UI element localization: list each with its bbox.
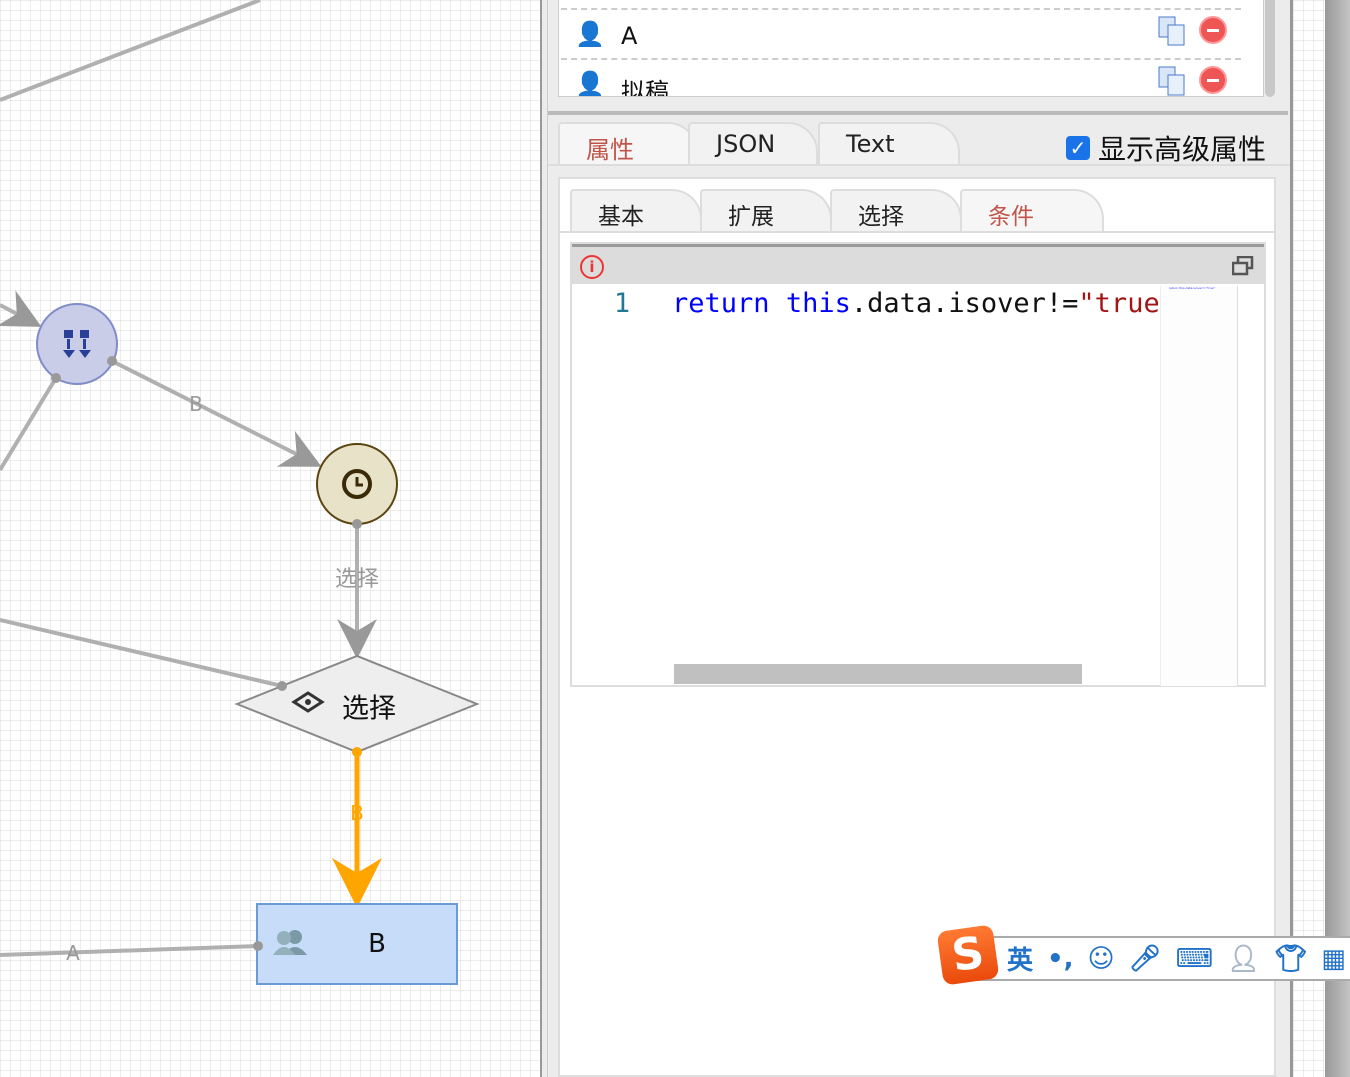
subtab-extended[interactable]: 扩展	[700, 189, 832, 231]
flow-diagram	[0, 0, 480, 985]
edge-label: A	[66, 941, 80, 965]
divider	[548, 111, 1288, 115]
horizontal-scrollbar[interactable]	[674, 664, 1082, 684]
user-icon: 👤	[575, 20, 605, 48]
edge[interactable]	[0, 290, 42, 327]
subtab-select[interactable]: 选择	[830, 189, 962, 231]
remove-icon[interactable]	[1199, 16, 1227, 44]
code-token: this	[785, 288, 851, 319]
task-node[interactable]	[256, 903, 458, 985]
task-label: B	[368, 929, 386, 959]
user-icon: 👤	[575, 70, 605, 97]
show-advanced-checkbox[interactable]: ✓ 显示高级属性	[1066, 128, 1266, 168]
edge-label: B	[350, 801, 364, 825]
participant-list: 👤 A 👤 拟稿	[558, 0, 1264, 97]
tab-text[interactable]: Text	[818, 122, 960, 164]
edge-label: B	[189, 392, 203, 416]
flow-canvas[interactable]: B 选择 B A 选择 B	[0, 0, 540, 1077]
code-token: "true"	[1078, 288, 1158, 319]
decision-node[interactable]	[234, 654, 480, 754]
emoji-icon[interactable]: ☺	[1087, 943, 1115, 974]
line-number: 1	[613, 288, 631, 319]
list-scrollbar[interactable]	[1265, 0, 1275, 97]
port	[352, 747, 362, 757]
ime-logo[interactable]: S	[936, 924, 1000, 986]
edge-label: 选择	[334, 567, 380, 592]
list-item[interactable]: 👤 A	[561, 8, 1241, 58]
edge[interactable]	[0, 618, 283, 688]
subtab-basic[interactable]: 基本	[570, 189, 702, 231]
edge-a[interactable]	[0, 944, 259, 957]
user-icon[interactable]: 👤︎	[1227, 943, 1261, 974]
fork-icon	[63, 330, 91, 358]
copy-icon[interactable]	[1157, 66, 1187, 96]
restore-window-icon[interactable]	[1232, 256, 1254, 276]
info-icon[interactable]: i	[580, 255, 604, 279]
code-token: .data.isover!=	[850, 288, 1079, 319]
mic-icon[interactable]: 🎤︎	[1128, 943, 1162, 974]
editor-toolbar: i	[572, 244, 1264, 284]
ime-mode[interactable]: 英	[1007, 946, 1034, 976]
subtab-condition[interactable]: 条件	[960, 189, 1104, 231]
menu-icon[interactable]: ▦	[1321, 943, 1346, 974]
tab-json[interactable]: JSON	[688, 122, 818, 164]
punctuation-icon[interactable]: •,	[1047, 943, 1074, 974]
group-icon	[273, 930, 307, 955]
minimap-text: return this.data.isover!="true"	[1169, 286, 1215, 290]
decision-label: 选择	[342, 693, 396, 725]
list-item[interactable]: 👤 拟稿	[561, 58, 1241, 97]
decision-icon	[291, 691, 325, 713]
keyboard-icon[interactable]: ⌨	[1175, 943, 1214, 974]
ime-toolbar[interactable]: 英 •, ☺ 🎤︎ ⌨ 👤︎ 👕︎ ▦	[975, 936, 1350, 981]
properties-panel: 👤 A 👤 拟稿 属性 JSON Text ✓ 显示高级属性 基本 扩展 选择 …	[548, 0, 1290, 1077]
remove-icon[interactable]	[1199, 66, 1227, 94]
list-item-label: 拟稿	[621, 78, 669, 97]
edge[interactable]	[0, 0, 261, 102]
code-editor[interactable]: i 1 return this.data.isover!="true" retur…	[570, 242, 1266, 687]
ports	[51, 356, 362, 951]
clock-icon	[342, 469, 372, 499]
fork-node[interactable]	[36, 303, 118, 385]
minimap[interactable]: return this.data.isover!="true"	[1160, 286, 1238, 686]
tab-properties[interactable]: 属性	[558, 122, 698, 164]
skin-icon[interactable]: 👕︎	[1274, 943, 1308, 974]
properties-content: 基本 扩展 选择 条件 i 1 return this.data.isover!=…	[558, 177, 1276, 1077]
canvas-edge	[1290, 0, 1325, 1077]
copy-icon[interactable]	[1157, 16, 1187, 46]
code-line[interactable]: 1 return this.data.isover!="true"	[572, 288, 1158, 319]
window-scrollbar[interactable]	[1325, 0, 1350, 1077]
subtab-baseline	[560, 231, 1276, 233]
splitter[interactable]	[540, 0, 548, 1077]
tab-baseline	[548, 164, 1290, 166]
edge-b[interactable]	[111, 359, 322, 467]
show-advanced-label: 显示高级属性	[1098, 133, 1267, 166]
checkbox-icon[interactable]: ✓	[1066, 136, 1090, 160]
edge[interactable]	[0, 376, 58, 472]
code-token: return	[672, 288, 770, 319]
list-item-label: A	[621, 22, 638, 50]
